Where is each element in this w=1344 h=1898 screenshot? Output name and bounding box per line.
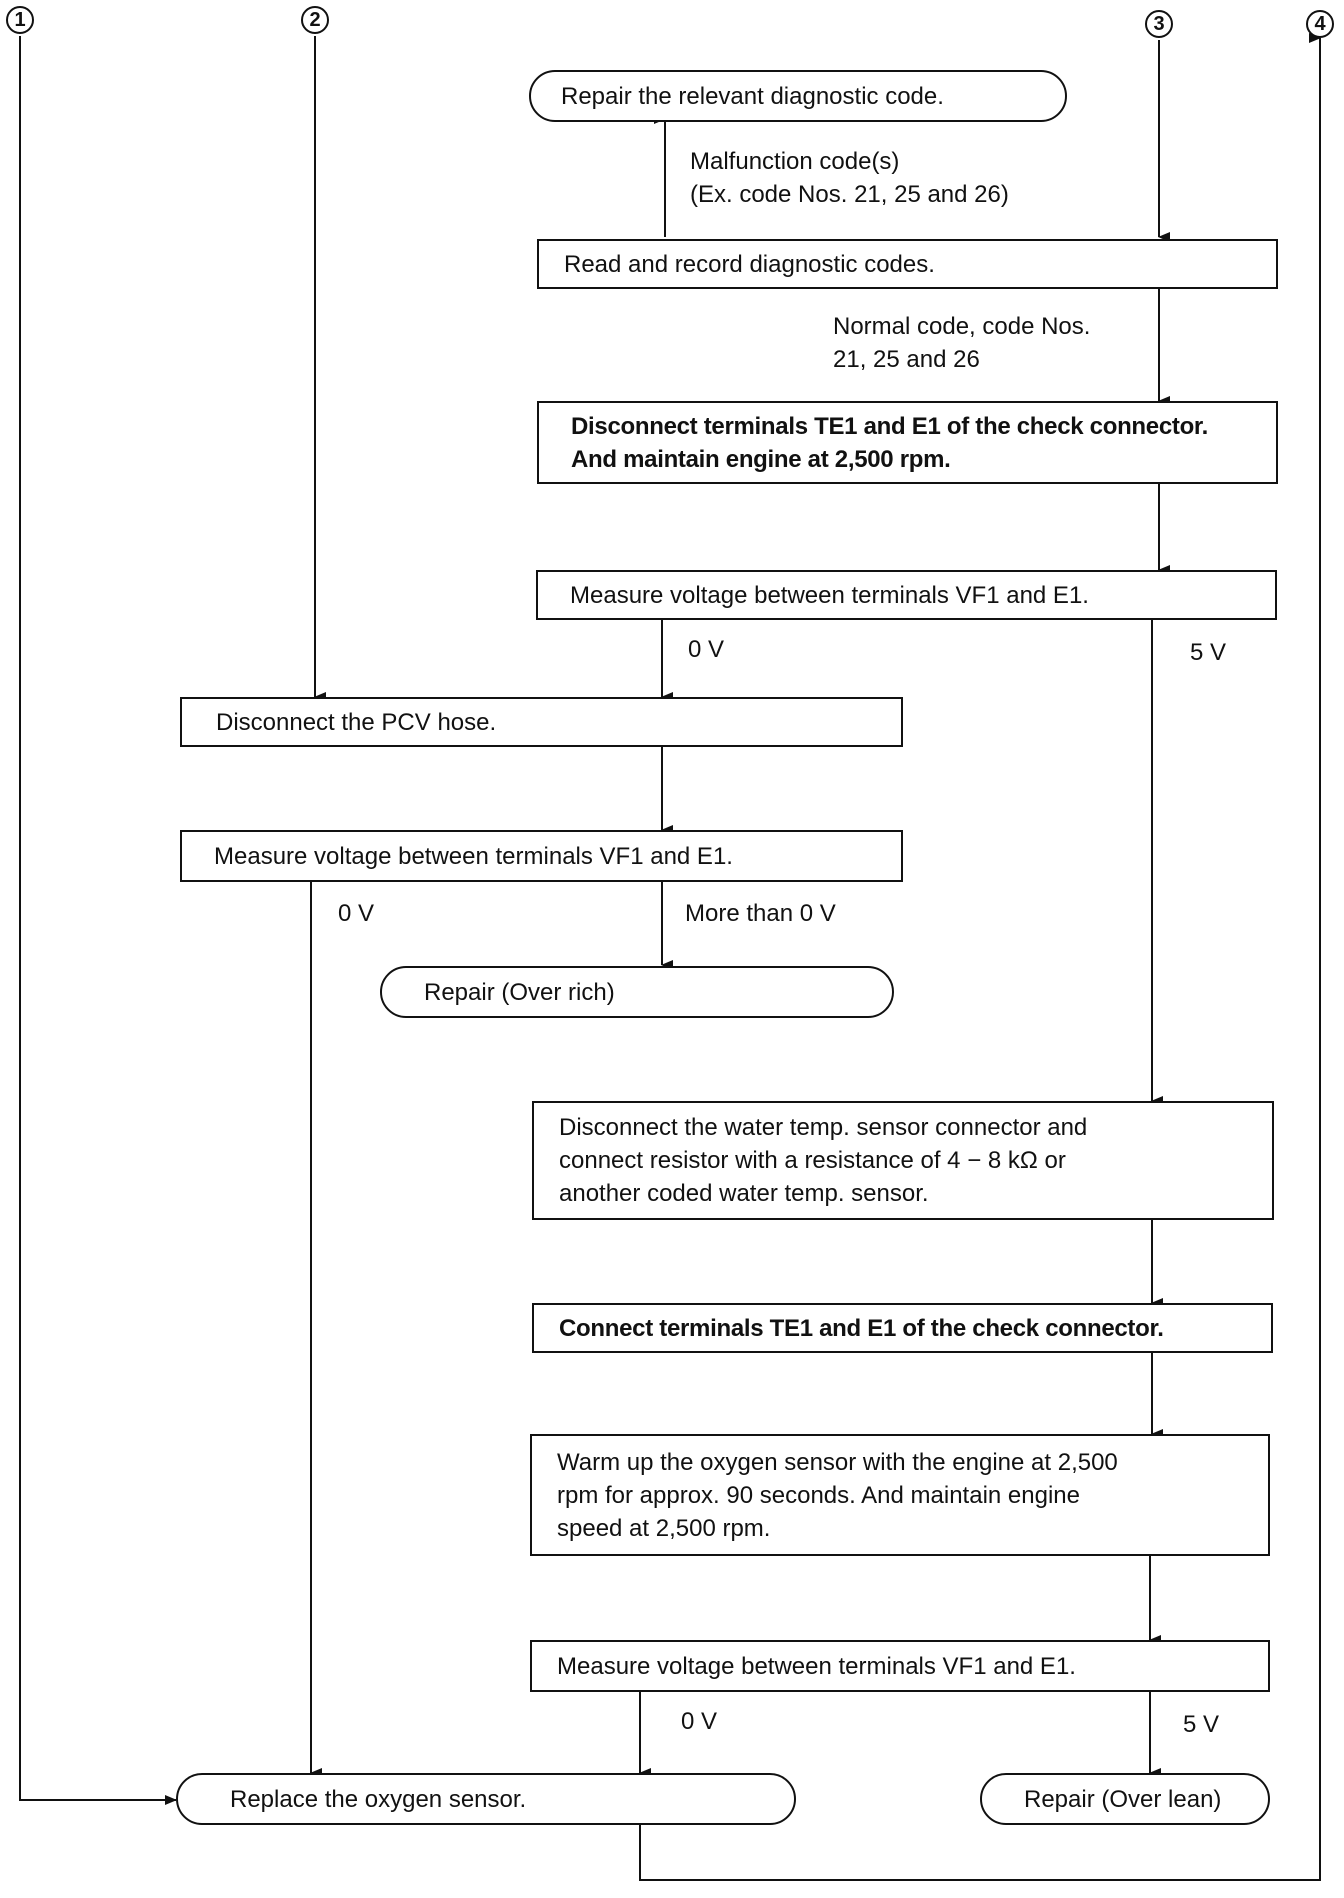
connector-marker-1: 1: [6, 6, 34, 34]
repair-over-lean-terminal: Repair (Over lean): [980, 1773, 1270, 1825]
step-measure-voltage-2-line: Measure voltage between terminals VF1 an…: [214, 842, 733, 870]
label-measure2-0v: 0 V: [338, 900, 375, 927]
step-read-codes: Read and record diagnostic codes.: [537, 239, 1278, 289]
repair-over-lean-text: Repair (Over lean): [1024, 1785, 1222, 1813]
step-warm-up-sensor-line: rpm for approx. 90 seconds. And maintain…: [557, 1481, 1080, 1509]
step-connect-te1: Connect terminals TE1 and E1 of the chec…: [532, 1303, 1273, 1353]
step-measure-voltage-1-line: Measure voltage between terminals VF1 an…: [570, 581, 1089, 609]
label-normal-line: 21, 25 and 26: [833, 346, 980, 373]
step-warm-up-sensor-line: speed at 2,500 rpm.: [557, 1514, 771, 1542]
label-measure3-0v: 0 V: [681, 1708, 718, 1735]
step-measure-voltage-1: Measure voltage between terminals VF1 an…: [536, 570, 1277, 620]
connector-replace-to-marker4: [639, 33, 1321, 1881]
label-malfunction-line: Malfunction code(s): [690, 148, 900, 175]
step-disconnect-pcv-line: Disconnect the PCV hose.: [216, 708, 497, 736]
step-disconnect-te1: Disconnect terminals TE1 and E1 of the c…: [537, 401, 1278, 484]
step-measure-voltage-3-line: Measure voltage between terminals VF1 an…: [557, 1652, 1076, 1680]
step-water-temp-sensor: Disconnect the water temp. sensor connec…: [532, 1101, 1274, 1220]
label-measure1-5v: 5 V: [1190, 639, 1227, 666]
step-disconnect-pcv: Disconnect the PCV hose.: [180, 697, 903, 747]
step-water-temp-sensor-line: connect resistor with a resistance of 4 …: [559, 1147, 1066, 1174]
connector-marker-2: 2: [301, 6, 329, 34]
label-normal-line: Normal code, code Nos.: [833, 313, 1091, 340]
step-warm-up-sensor-line: Warm up the oxygen sensor with the engin…: [557, 1448, 1118, 1476]
replace-oxygen-sensor-text: Replace the oxygen sensor.: [230, 1785, 527, 1813]
label-malfunction-line: (Ex. code Nos. 21, 25 and 26): [690, 181, 1009, 208]
label-normal-codes: Normal code, code Nos. 21, 25 and 26: [833, 310, 1090, 376]
label-measure1-0v: 0 V: [688, 636, 725, 663]
label-measure3-5v: 5 V: [1183, 1711, 1220, 1738]
step-measure-voltage-3: Measure voltage between terminals VF1 an…: [530, 1640, 1270, 1692]
label-measure2-more-than-0v: More than 0 V: [685, 900, 836, 927]
connector-marker1-to-replace: [19, 36, 177, 1805]
step-water-temp-sensor-line: another coded water temp. sensor.: [559, 1180, 929, 1207]
connector-marker-4: 4: [1306, 10, 1334, 38]
step-water-temp-sensor-line: Disconnect the water temp. sensor connec…: [559, 1114, 1088, 1141]
repair-over-rich-text: Repair (Over rich): [424, 978, 615, 1006]
step-measure-voltage-2: Measure voltage between terminals VF1 an…: [180, 830, 903, 882]
repair-over-rich-terminal: Repair (Over rich): [380, 966, 894, 1018]
label-malfunction-codes: Malfunction code(s) (Ex. code Nos. 21, 2…: [690, 145, 1009, 211]
connector-marker-3: 3: [1145, 10, 1173, 38]
step-disconnect-te1-line: And maintain engine at 2,500 rpm.: [571, 445, 951, 473]
step-connect-te1-line: Connect terminals TE1 and E1 of the chec…: [559, 1314, 1164, 1342]
repair-diagnostic-code-text: Repair the relevant diagnostic code.: [561, 82, 944, 110]
replace-oxygen-sensor-terminal: Replace the oxygen sensor.: [176, 1773, 796, 1825]
step-read-codes-line: Read and record diagnostic codes.: [564, 250, 935, 278]
repair-diagnostic-code-terminal: Repair the relevant diagnostic code.: [529, 70, 1067, 122]
step-warm-up-sensor: Warm up the oxygen sensor with the engin…: [530, 1434, 1270, 1556]
step-disconnect-te1-line: Disconnect terminals TE1 and E1 of the c…: [571, 412, 1209, 440]
